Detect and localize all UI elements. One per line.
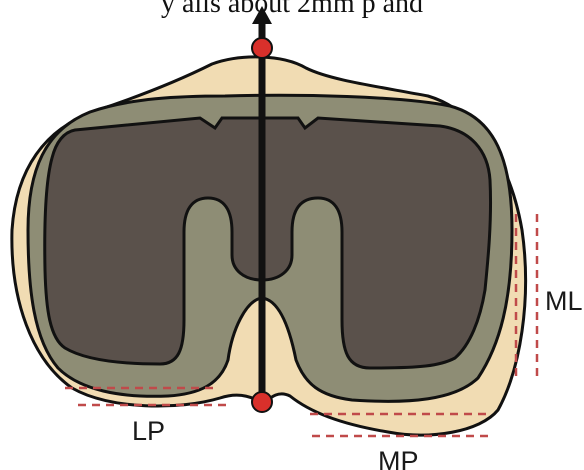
anterior-marker (252, 38, 272, 58)
label-lp: LP (132, 416, 165, 446)
label-ml: ML (545, 286, 583, 316)
axis-arrowhead (252, 6, 272, 24)
posterior-marker (252, 392, 272, 412)
label-mp: MP (378, 446, 419, 470)
